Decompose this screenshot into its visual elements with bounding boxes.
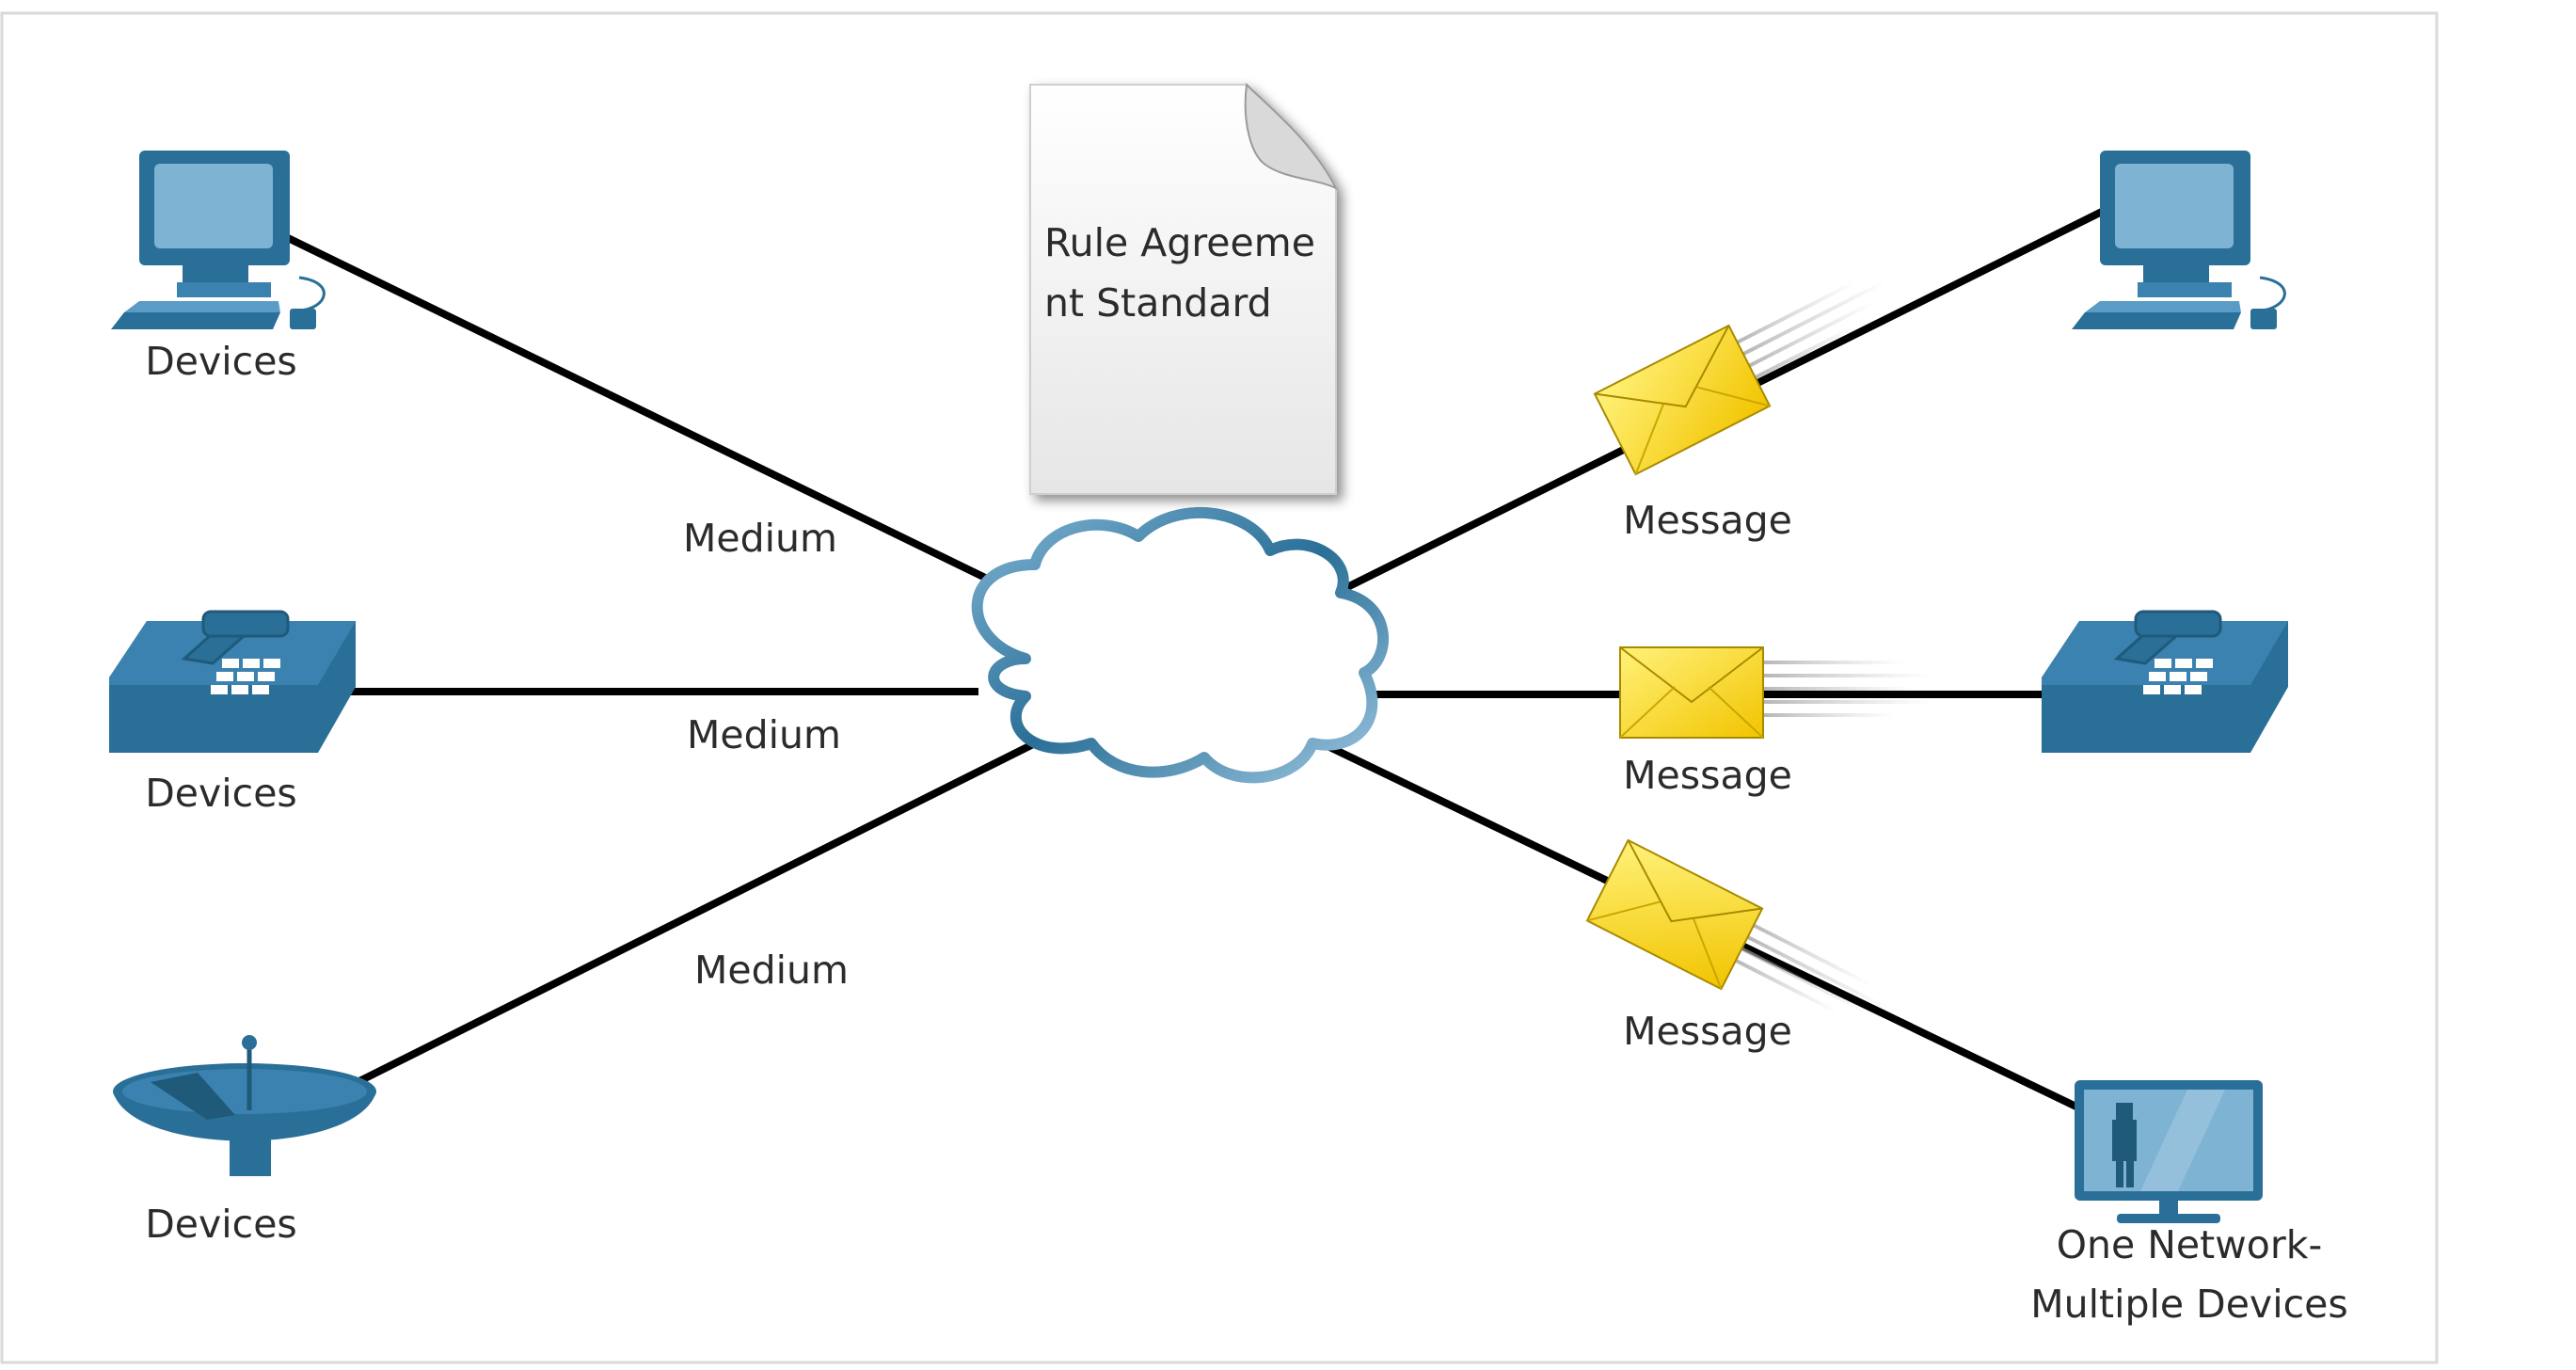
left-device-label-1: Devices [145,339,297,384]
envelope-icon [1585,838,1892,1015]
rule-document-icon: Rule Agreeme nt Standard [1029,82,1339,495]
medium-line-top-left [280,231,1018,597]
telephone-icon [2042,610,2288,753]
envelope-icon [1619,646,1932,739]
telephone-icon [109,610,356,753]
message-label-3: Message [1623,1009,1792,1054]
right-device-label-line-2: Multiple Devices [2030,1282,2347,1327]
message-label-2: Message [1623,753,1792,798]
left-device-label-3: Devices [145,1202,297,1247]
cloud-network-icon [971,506,1389,784]
left-device-label-2: Devices [145,771,297,816]
medium-label-1: Medium [683,516,837,561]
right-device-label-line-1: One Network- [2057,1222,2323,1267]
envelope-icon [1593,279,1887,476]
diagram-frame [0,11,2439,1364]
desktop-computer-icon [2072,151,2286,329]
document-label-line-1: Rule Agreeme [1044,220,1315,265]
connection-lines [280,205,2109,1114]
document-label-line-2: nt Standard [1044,280,1272,326]
desktop-computer-icon [111,151,326,329]
message-label-1: Message [1623,498,1792,543]
medium-line-bottom-left [337,735,1046,1095]
television-icon [2075,1080,2263,1223]
satellite-dish-icon [113,1035,376,1176]
medium-label-2: Medium [687,712,841,757]
medium-label-3: Medium [694,948,849,993]
